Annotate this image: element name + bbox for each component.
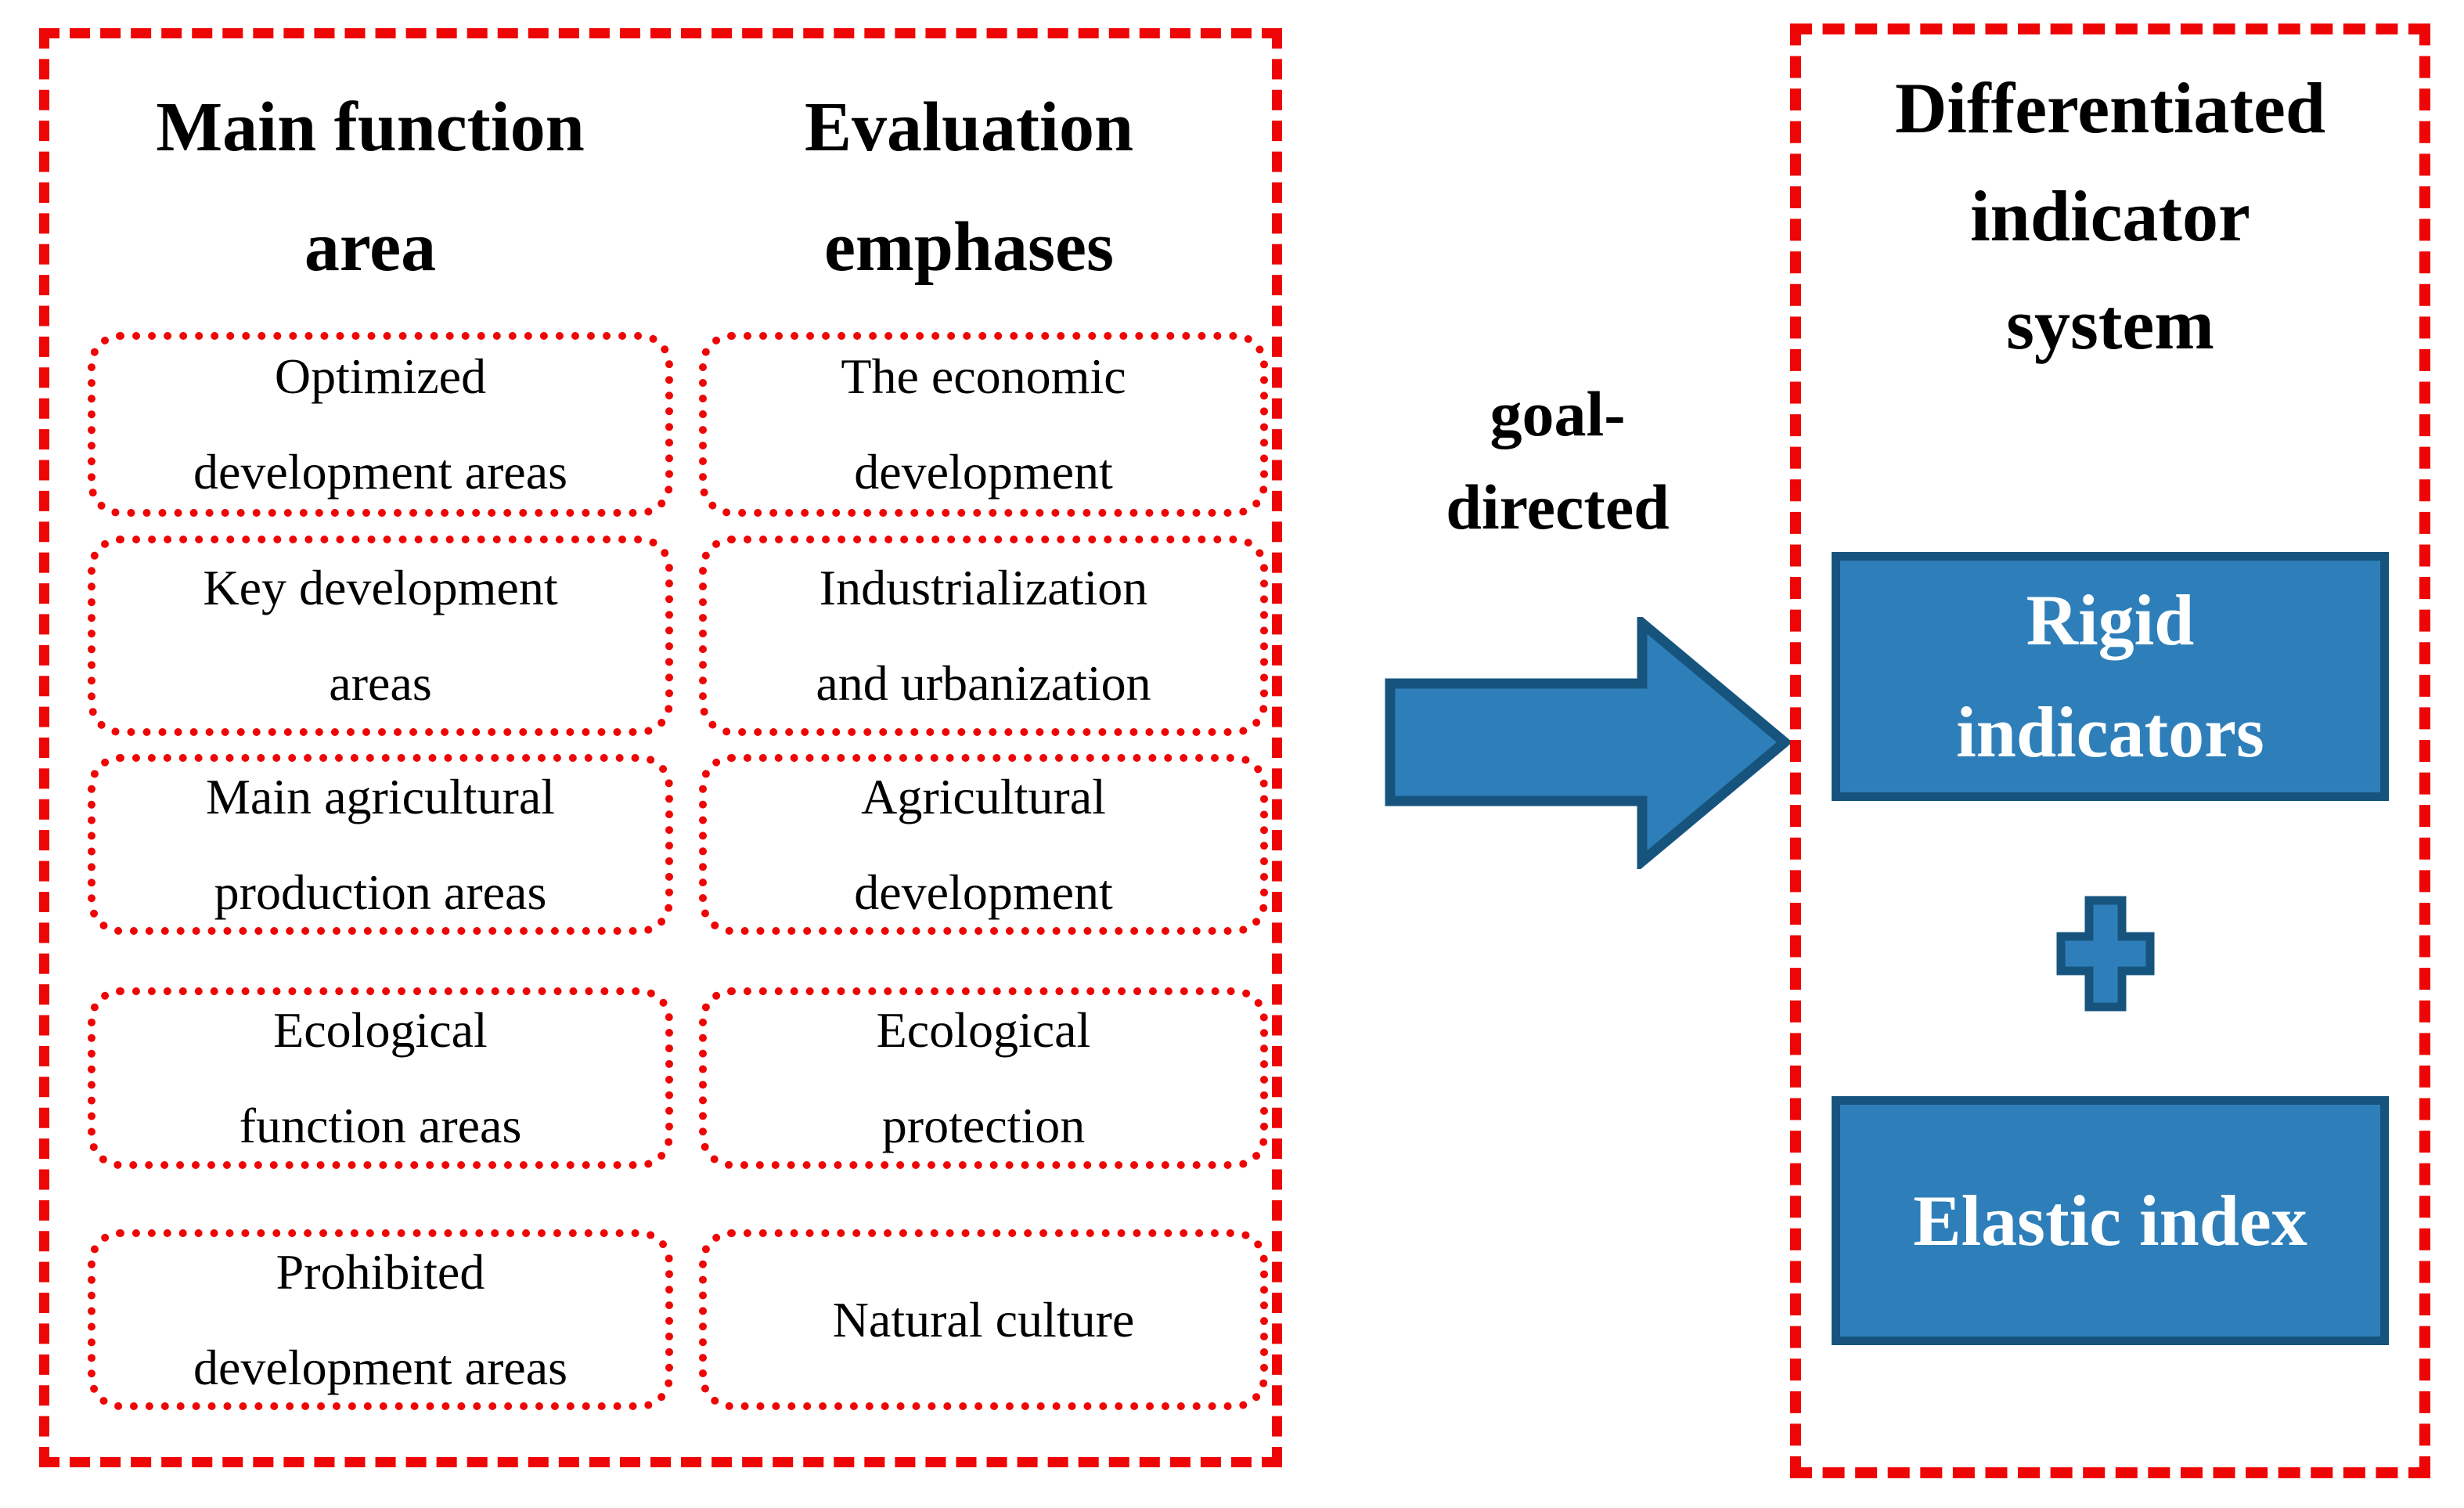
function-area-box-ecological-function: Ecological function areas <box>88 987 673 1169</box>
box-text-line: indicators <box>1956 692 2264 772</box>
box-text-line: development areas <box>193 444 567 500</box>
evaluation-box-natural-culture: Natural culture <box>699 1229 1268 1410</box>
header-line: Evaluation <box>804 88 1134 166</box>
header-line: emphases <box>823 208 1115 286</box>
column-header-evaluation-emphases: Evaluation emphases <box>675 58 1263 316</box>
box-text-line: Ecological <box>273 1002 488 1059</box>
title-line: system <box>2006 284 2214 364</box>
column-header-main-function-area: Main function area <box>65 58 675 316</box>
box-text-line: Agricultural <box>861 768 1106 824</box>
box-text-line: function areas <box>239 1098 522 1153</box>
box-text-line: development <box>854 444 1113 500</box>
box-text-line: Elastic index <box>1913 1180 2307 1261</box>
function-area-box-prohibited-development: Prohibited development areas <box>88 1229 673 1410</box>
box-text-line: development areas <box>193 1339 567 1395</box>
box-text-line: Optimized <box>274 348 487 405</box>
box-text-line: areas <box>329 655 432 711</box>
elastic-index-box: Elastic index <box>1832 1096 2389 1345</box>
main-function-area-panel: Main function area Evaluation emphases O… <box>39 28 1282 1467</box>
rigid-indicators-box: Rigid indicators <box>1832 552 2389 801</box>
box-text-line: Industrialization <box>819 560 1148 616</box>
evaluation-box-ecological-protection: Ecological protection <box>699 987 1268 1169</box>
evaluation-box-industrialization-urbanization: Industrialization and urbanization <box>699 536 1268 736</box>
right-arrow-icon <box>1385 617 1792 869</box>
title-line: Differentiated <box>1894 68 2326 148</box>
differentiated-indicator-system-panel: Differentiated indicator system Rigid in… <box>1790 23 2430 1478</box>
plus-icon <box>2056 896 2155 1012</box>
goal-directed-label: goal- directed <box>1362 368 1753 554</box>
box-text-line: Ecological <box>876 1002 1091 1059</box>
panel-title: Differentiated indicator system <box>1801 54 2419 378</box>
label-line: directed <box>1446 471 1670 543</box>
label-line: goal- <box>1490 378 1626 449</box>
box-text-line: Natural culture <box>832 1291 1135 1347</box>
header-line: area <box>304 208 437 286</box>
header-line: Main function <box>156 88 585 166</box>
box-text-line: Main agricultural <box>205 768 556 824</box>
function-area-box-main-agricultural: Main agricultural production areas <box>88 754 673 935</box>
box-text-line: The economic <box>841 348 1126 405</box>
box-text-line: development <box>854 864 1113 920</box>
box-text-line: Key development <box>203 560 558 616</box>
function-area-box-key-development: Key development areas <box>88 536 673 736</box>
box-text-line: and urbanization <box>816 655 1151 711</box>
title-line: indicator <box>1970 176 2250 256</box>
evaluation-box-economic-development: The economic development <box>699 332 1268 517</box>
box-text-line: Rigid <box>2026 580 2195 661</box>
function-area-box-optimized-development: Optimized development areas <box>88 332 673 517</box>
box-text-line: protection <box>881 1098 1086 1153</box>
box-text-line: Prohibited <box>276 1243 485 1300</box>
evaluation-box-agricultural-development: Agricultural development <box>699 754 1268 935</box>
box-text-line: production areas <box>214 864 547 920</box>
